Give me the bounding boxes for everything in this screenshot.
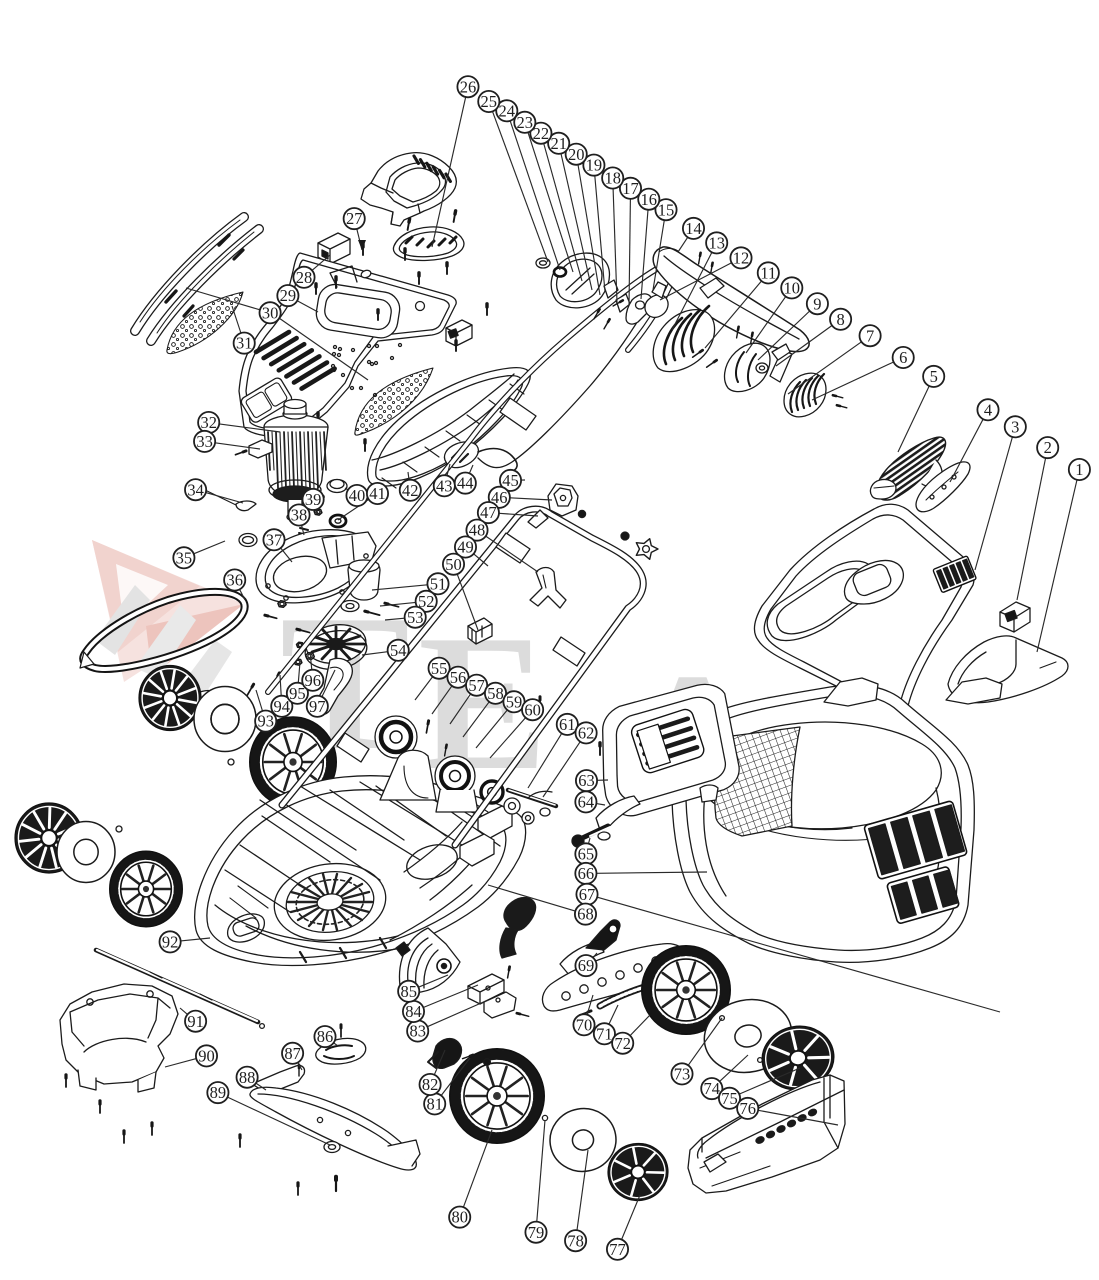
svg-text:6: 6 bbox=[899, 348, 907, 367]
svg-text:63: 63 bbox=[578, 771, 595, 790]
svg-text:14: 14 bbox=[685, 219, 702, 238]
svg-text:11: 11 bbox=[760, 264, 776, 283]
svg-text:25: 25 bbox=[481, 92, 498, 111]
svg-text:50: 50 bbox=[445, 555, 462, 574]
svg-text:46: 46 bbox=[491, 488, 508, 507]
svg-text:68: 68 bbox=[577, 905, 594, 924]
svg-text:36: 36 bbox=[226, 571, 243, 590]
svg-text:23: 23 bbox=[517, 113, 534, 132]
svg-text:59: 59 bbox=[506, 692, 523, 711]
svg-text:26: 26 bbox=[460, 77, 477, 96]
svg-text:58: 58 bbox=[487, 684, 504, 703]
svg-text:65: 65 bbox=[578, 845, 595, 864]
svg-text:77: 77 bbox=[609, 1240, 626, 1259]
svg-text:31: 31 bbox=[236, 334, 253, 353]
svg-text:20: 20 bbox=[568, 145, 585, 164]
svg-text:9: 9 bbox=[813, 294, 821, 313]
svg-text:13: 13 bbox=[708, 234, 725, 253]
svg-text:3: 3 bbox=[1011, 417, 1019, 436]
svg-text:43: 43 bbox=[436, 476, 453, 495]
svg-text:37: 37 bbox=[266, 530, 283, 549]
svg-text:47: 47 bbox=[480, 503, 497, 522]
svg-text:57: 57 bbox=[468, 676, 485, 695]
svg-text:41: 41 bbox=[369, 484, 386, 503]
svg-text:5: 5 bbox=[930, 367, 938, 386]
svg-text:45: 45 bbox=[502, 471, 519, 490]
svg-text:69: 69 bbox=[578, 956, 595, 975]
svg-text:85: 85 bbox=[400, 982, 417, 1001]
svg-text:56: 56 bbox=[450, 668, 467, 687]
svg-text:61: 61 bbox=[559, 715, 576, 734]
svg-text:12: 12 bbox=[733, 249, 750, 268]
svg-text:15: 15 bbox=[658, 200, 675, 219]
svg-text:70: 70 bbox=[576, 1015, 593, 1034]
svg-text:28: 28 bbox=[296, 268, 313, 287]
svg-text:86: 86 bbox=[317, 1027, 334, 1046]
svg-text:54: 54 bbox=[390, 641, 407, 660]
svg-text:96: 96 bbox=[305, 671, 322, 690]
svg-text:30: 30 bbox=[262, 303, 279, 322]
svg-text:97: 97 bbox=[309, 697, 326, 716]
svg-text:84: 84 bbox=[405, 1002, 422, 1021]
svg-text:42: 42 bbox=[402, 481, 419, 500]
svg-text:83: 83 bbox=[409, 1022, 426, 1041]
svg-text:60: 60 bbox=[524, 700, 541, 719]
svg-text:88: 88 bbox=[239, 1068, 256, 1087]
svg-text:51: 51 bbox=[430, 574, 447, 593]
svg-text:8: 8 bbox=[836, 310, 844, 329]
svg-text:90: 90 bbox=[198, 1047, 215, 1066]
svg-text:78: 78 bbox=[567, 1231, 584, 1250]
svg-text:38: 38 bbox=[291, 506, 308, 525]
svg-text:44: 44 bbox=[457, 474, 474, 493]
svg-text:81: 81 bbox=[426, 1095, 443, 1114]
svg-text:62: 62 bbox=[578, 724, 595, 743]
svg-text:75: 75 bbox=[721, 1089, 738, 1108]
svg-text:72: 72 bbox=[614, 1034, 631, 1053]
svg-text:24: 24 bbox=[499, 101, 516, 120]
svg-text:39: 39 bbox=[305, 490, 322, 509]
svg-text:87: 87 bbox=[284, 1044, 301, 1063]
svg-text:89: 89 bbox=[210, 1083, 227, 1102]
svg-text:94: 94 bbox=[274, 697, 291, 716]
svg-text:22: 22 bbox=[533, 124, 550, 143]
svg-text:82: 82 bbox=[422, 1075, 439, 1094]
svg-text:19: 19 bbox=[586, 156, 603, 175]
svg-text:71: 71 bbox=[596, 1024, 613, 1043]
svg-text:40: 40 bbox=[349, 486, 366, 505]
svg-text:1: 1 bbox=[1075, 460, 1083, 479]
svg-text:53: 53 bbox=[407, 608, 424, 627]
svg-text:73: 73 bbox=[674, 1065, 691, 1084]
svg-text:2: 2 bbox=[1044, 438, 1052, 457]
svg-text:7: 7 bbox=[866, 326, 874, 345]
svg-text:48: 48 bbox=[469, 521, 486, 540]
svg-text:33: 33 bbox=[196, 432, 213, 451]
svg-text:49: 49 bbox=[457, 538, 474, 557]
svg-text:79: 79 bbox=[528, 1223, 545, 1242]
svg-text:76: 76 bbox=[739, 1099, 756, 1118]
svg-text:29: 29 bbox=[280, 286, 297, 305]
svg-text:17: 17 bbox=[622, 179, 639, 198]
svg-text:52: 52 bbox=[418, 592, 435, 611]
svg-text:80: 80 bbox=[451, 1208, 468, 1227]
svg-text:92: 92 bbox=[162, 933, 179, 952]
svg-text:95: 95 bbox=[289, 684, 306, 703]
svg-text:27: 27 bbox=[346, 209, 363, 228]
svg-text:55: 55 bbox=[431, 659, 448, 678]
svg-text:4: 4 bbox=[984, 400, 992, 419]
svg-text:91: 91 bbox=[187, 1012, 204, 1031]
svg-text:34: 34 bbox=[187, 480, 204, 499]
svg-text:21: 21 bbox=[550, 134, 567, 153]
svg-text:66: 66 bbox=[578, 864, 595, 883]
svg-text:67: 67 bbox=[579, 885, 596, 904]
svg-text:64: 64 bbox=[578, 793, 595, 812]
svg-text:93: 93 bbox=[257, 712, 274, 731]
svg-text:16: 16 bbox=[641, 190, 658, 209]
svg-text:35: 35 bbox=[176, 548, 193, 567]
svg-text:74: 74 bbox=[704, 1079, 721, 1098]
svg-text:18: 18 bbox=[604, 169, 621, 188]
svg-text:32: 32 bbox=[200, 413, 217, 432]
svg-text:10: 10 bbox=[784, 279, 801, 298]
